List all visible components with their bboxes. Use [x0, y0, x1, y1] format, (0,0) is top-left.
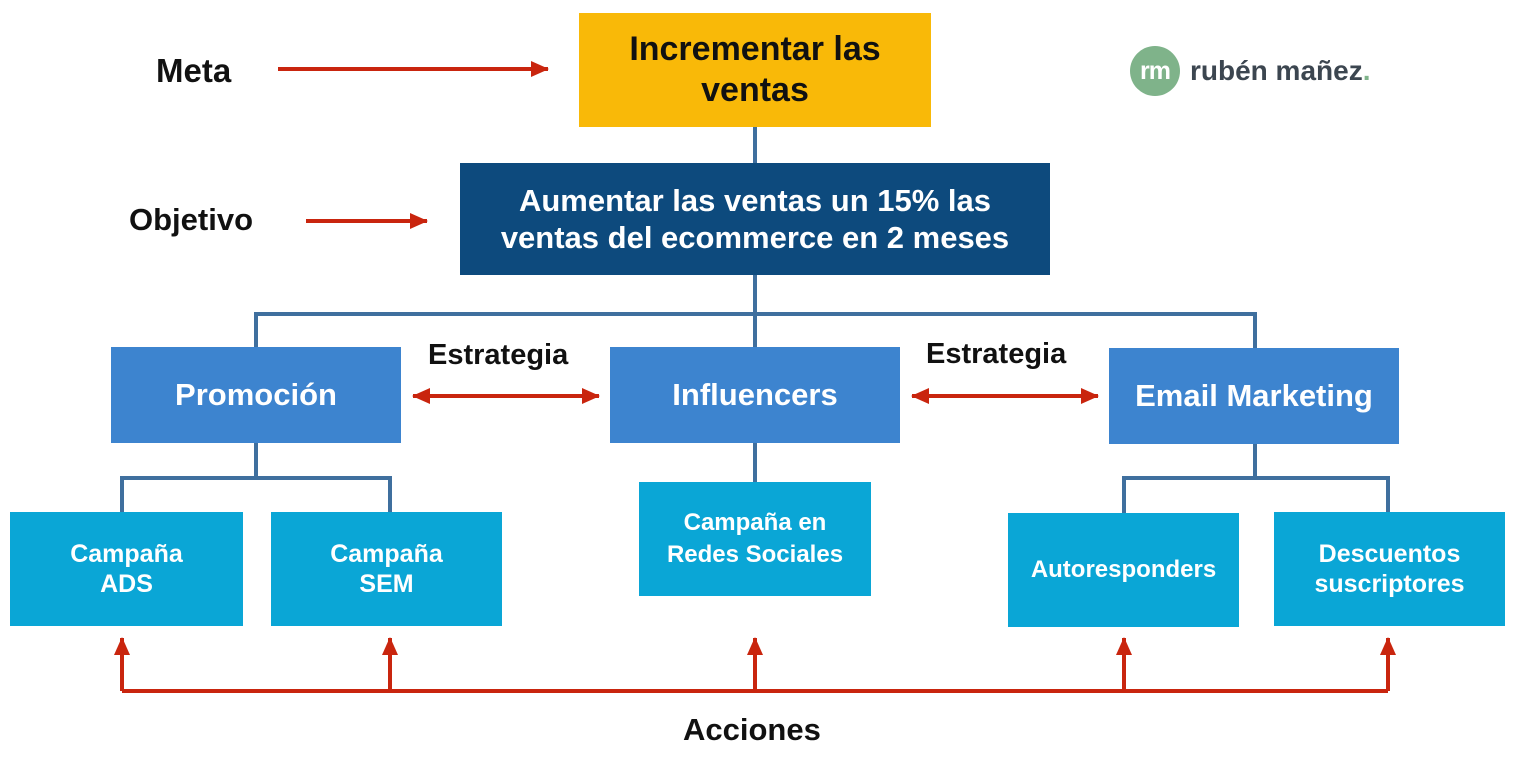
estrategia-label-left: Estrategia [428, 339, 569, 371]
brand-logo: rm rubén mañez. [1130, 46, 1370, 96]
action-text-line1: Campaña [70, 540, 183, 568]
objetivo-label: Objetivo [129, 202, 254, 237]
action-text-line2: suscriptores [1314, 570, 1465, 598]
objective-text-line1: Aumentar las ventas un 15% las [518, 182, 992, 218]
action-text-line1: Autoresponders [1030, 555, 1217, 583]
logo-mark-icon: rm [1130, 46, 1180, 96]
logo-dot: . [1362, 55, 1371, 86]
action-box-redes-sociales: Campaña en Redes Sociales [639, 482, 871, 596]
action-box-campana-sem: Campaña SEM [271, 512, 502, 626]
action-text-line1: Descuentos [1318, 540, 1461, 568]
strategy-label: Email Marketing [1135, 378, 1373, 414]
action-text-line1: Campaña en [683, 508, 827, 536]
goal-text-line1: Incrementar las [629, 30, 881, 69]
strategy-label: Promoción [175, 377, 337, 413]
goal-text-line2: ventas [701, 71, 809, 109]
strategy-bracket-line [254, 312, 1257, 348]
action-text-line1: Campaña [330, 540, 443, 568]
action-box-descuentos: Descuentos suscriptores [1274, 512, 1505, 626]
action-text-line2: Redes Sociales [666, 541, 844, 568]
goal-box: Incrementar las ventas [579, 13, 931, 127]
estrategia-label-right: Estrategia [926, 338, 1067, 370]
strategy-box-email-marketing: Email Marketing [1109, 348, 1399, 444]
strategy-label: Influencers [672, 377, 838, 413]
logo-wordmark: rubén mañez. [1190, 55, 1370, 87]
meta-label: Meta [156, 52, 232, 89]
email-actions-bracket [1122, 476, 1390, 513]
action-text-line2: SEM [359, 570, 414, 598]
acciones-label: Acciones [683, 712, 821, 747]
action-box-campana-ads: Campaña ADS [10, 512, 243, 626]
strategy-box-promocion: Promoción [111, 347, 401, 443]
promocion-actions-bracket [120, 476, 392, 512]
action-text-line2: ADS [100, 570, 153, 598]
objective-box: Aumentar las ventas un 15% las ventas de… [460, 163, 1050, 275]
strategy-box-influencers: Influencers [610, 347, 900, 443]
logo-name: rubén mañez [1190, 55, 1363, 86]
objective-text-line2: ventas del ecommerce en 2 meses [500, 220, 1010, 255]
action-box-autoresponders: Autoresponders [1008, 513, 1239, 627]
